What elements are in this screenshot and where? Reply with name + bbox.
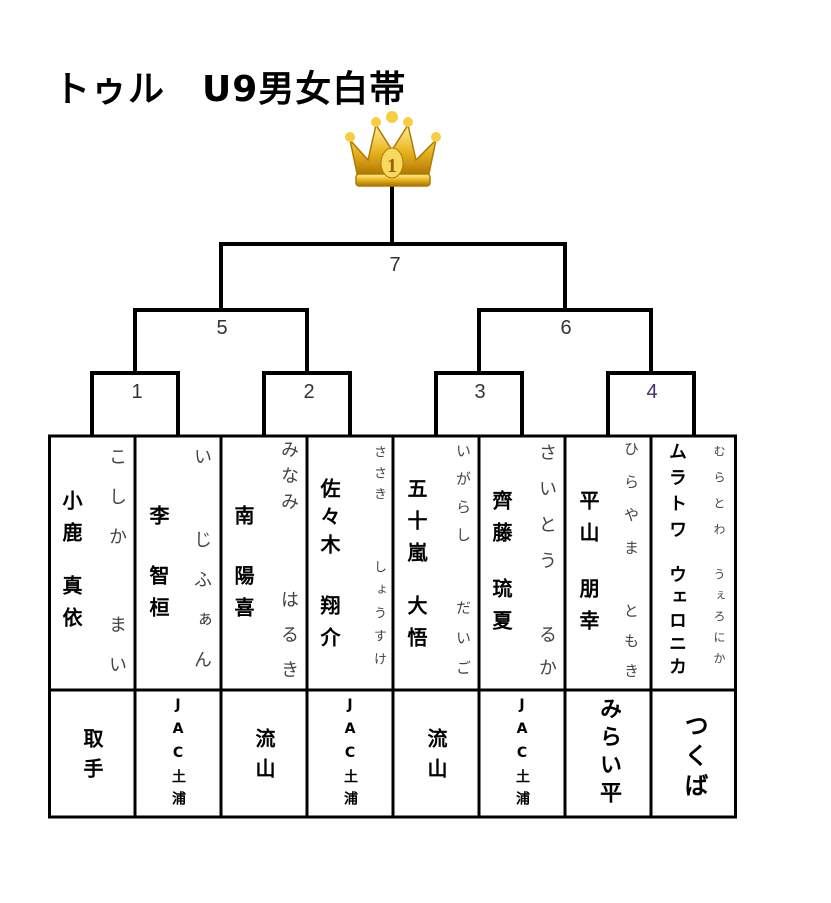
player-cell: 佐々木翔介 ささきしょうすけ JAC土浦 [307,436,393,817]
page-title: トゥル U9男女白帯 [54,69,407,110]
player-family-name: 五十嵐 [404,478,428,574]
match-number-3: 3 [474,381,486,403]
player-club: JAC土浦 [170,697,186,813]
player-cell: 李智桓 いじふぁん JAC土浦 [135,436,221,817]
player-given-name: 大悟 [404,595,428,659]
player-family-kana: こしか [106,447,127,567]
match-number-5: 5 [216,317,228,339]
player-given-name: 翔介 [317,595,341,659]
player-club: 取手 [80,728,104,788]
player-family-name: 齊藤 [489,490,513,554]
player-family-kana: ひらやま [622,441,640,573]
match-number-2: 2 [303,381,315,403]
player-cell: ムラトワウェロニカ むらとわうぇろにかつくば [651,436,737,817]
player-given-name: 真依 [59,575,83,639]
match-number-4: 4 [646,381,658,403]
player-club: 流山 [252,728,276,788]
player-family-name: 平山 [576,490,600,554]
player-given-name: 陽喜 [231,565,255,629]
player-family-name: 小鹿 [59,490,83,554]
player-club: JAC土浦 [514,697,530,813]
player-family-kana: みなみ [278,440,299,518]
player-given-kana: まい [106,615,127,695]
player-cell: 平山朋幸 ひらやまともきみらい平 [565,436,651,817]
player-club: つくば [680,713,708,803]
player-cell: 齊藤琉夏 さいとうるか JAC土浦 [479,436,565,817]
player-family-kana: さいとう [536,443,557,587]
player-given-name: ウェロニカ [666,565,687,680]
player-cell: 五十嵐大悟 いがらしだいご流山 [393,436,479,817]
player-cell: 小鹿真依 こしかまい取手 [49,436,135,817]
player-family-name: 李 [146,505,170,537]
crown-icon [345,111,441,187]
match-number-1: 1 [131,381,143,403]
player-club: JAC土浦 [342,697,358,813]
player-family-name: 南 [231,505,255,537]
player-family-name: 佐々木 [317,478,341,562]
player-given-kana: だいご [454,600,472,690]
player-club: みらい平 [596,697,621,809]
player-family-kana: い [191,447,212,487]
player-given-name: 智桓 [146,565,170,629]
player-given-kana: ともき [622,603,640,693]
player-family-kana: ささき [371,445,386,508]
player-given-kana: しょうすけ [371,560,386,675]
player-given-name: 琉夏 [489,578,513,642]
player-club: 流山 [424,728,448,788]
player-given-kana: じふぁん [191,530,212,690]
player-family-kana: むらとわ [712,445,726,549]
player-given-kana: るか [536,625,557,691]
player-given-kana: はるき [278,590,299,695]
player-family-kana: いがらし [454,443,472,555]
player-given-kana: うぇろにか [712,568,726,673]
player-given-name: 朋幸 [576,578,600,642]
crown-rank: 1 [387,155,397,177]
match-number-6: 6 [560,317,572,339]
match-number-7: 7 [389,254,401,276]
player-grid [48,434,737,819]
player-family-name: ムラトワ [666,442,687,546]
player-cell: 南陽喜 みなみはるき流山 [221,436,307,817]
